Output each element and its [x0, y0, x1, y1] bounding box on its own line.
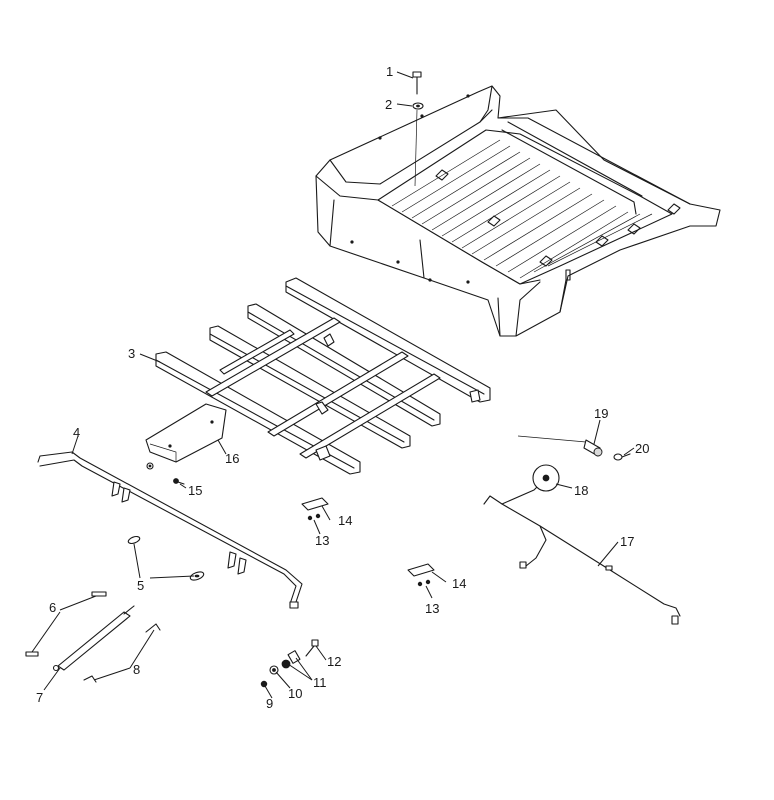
wire-harness-part-17 — [483, 481, 681, 625]
callout-13-lower: 13 — [425, 601, 439, 616]
bolt-part-1 — [412, 71, 422, 95]
callout-14-lower: 14 — [452, 576, 466, 591]
callout-16: 16 — [225, 451, 239, 466]
callout-11: 11 — [313, 675, 327, 690]
gas-strut-part-7 — [52, 605, 135, 672]
assembly-line-bolt — [414, 109, 418, 187]
callout-2: 2 — [385, 97, 392, 112]
leader-lines — [31, 71, 635, 699]
callout-5: 5 — [137, 578, 144, 593]
lamp-part-19 — [517, 435, 603, 457]
callout-12: 12 — [327, 654, 341, 669]
reflector-part-18 — [532, 464, 560, 492]
callout-18: 18 — [574, 483, 588, 498]
callout-labels: 1 2 3 4 5 6 7 8 9 10 11 12 13 13 14 14 1… — [36, 64, 649, 711]
bracket-part-14-lower — [407, 563, 435, 587]
callout-19: 19 — [594, 406, 608, 421]
callout-1: 1 — [386, 64, 393, 79]
callout-9: 9 — [266, 696, 273, 711]
callout-4: 4 — [73, 425, 80, 440]
bracket-part-14-upper — [301, 497, 329, 521]
callout-6: 6 — [49, 600, 56, 615]
hardware-parts-9-12 — [260, 639, 319, 688]
screw-part-15 — [173, 478, 185, 485]
callout-17: 17 — [620, 534, 634, 549]
grommet-part-20 — [613, 453, 631, 461]
subframe-part-3 — [155, 277, 491, 475]
washer-part-2 — [412, 102, 424, 110]
nut-near-plate — [146, 462, 154, 470]
support-rod-part-4 — [37, 451, 303, 609]
pin-part-6 — [25, 591, 107, 657]
cargo-box — [315, 85, 721, 337]
callout-7: 7 — [36, 690, 43, 705]
callout-10: 10 — [288, 686, 302, 701]
skid-plate-part-16 — [145, 403, 227, 463]
callout-13-upper: 13 — [315, 533, 329, 548]
callout-15: 15 — [188, 483, 202, 498]
bushing-part-5 — [127, 535, 205, 581]
callout-14-upper: 14 — [338, 513, 352, 528]
callout-20: 20 — [635, 441, 649, 456]
clip-part-8 — [83, 623, 161, 683]
callout-8: 8 — [133, 662, 140, 677]
callout-3: 3 — [128, 346, 135, 361]
